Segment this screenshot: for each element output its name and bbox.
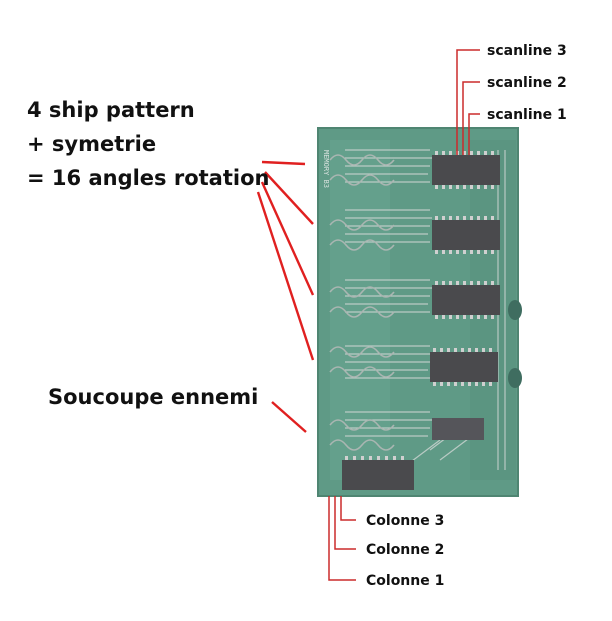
memory-chip (430, 352, 498, 382)
board-silkscreen-text: MEMORY B3 (322, 150, 330, 188)
colonne-bracket (340, 496, 356, 521)
memory-chip (432, 220, 500, 250)
pattern-label-line-2: + symetrie (27, 132, 156, 156)
colonne-label-1: Colonne 1 (366, 573, 444, 589)
memory-chip (432, 155, 500, 185)
callout-line (261, 160, 306, 166)
scanline-bracket (468, 113, 480, 155)
colonne-label-2: Colonne 2 (366, 542, 444, 558)
callout-lines (256, 160, 315, 433)
callout-line (264, 171, 314, 225)
callout-line (260, 181, 315, 296)
circuit-board-photo: MEMORY B3 (317, 127, 522, 497)
pattern-label-line-3: = 16 angles rotation (27, 166, 269, 190)
memory-chip (432, 285, 500, 315)
scanline-bracket (456, 49, 480, 155)
saucer-label: Soucoupe ennemi (48, 385, 258, 409)
memory-chip (342, 460, 414, 490)
callout-line (256, 191, 315, 361)
scanline-bracket (462, 81, 480, 155)
pattern-label: 4 ship pattern + symetrie = 16 angles ro… (27, 98, 269, 190)
scanline-brackets (456, 49, 480, 155)
scanline-label-1: scanline 1 (487, 107, 567, 123)
callout-line (271, 401, 307, 433)
pattern-label-line-1: 4 ship pattern (27, 98, 195, 122)
colonne-label-3: Colonne 3 (366, 513, 444, 529)
memory-chip (432, 418, 484, 440)
colonne-bracket (334, 496, 356, 550)
memory-chips (342, 155, 500, 490)
scanline-label-2: scanline 2 (487, 75, 567, 91)
colonne-brackets (328, 496, 356, 581)
scanline-label-3: scanline 3 (487, 43, 567, 59)
colonne-bracket (328, 496, 356, 581)
